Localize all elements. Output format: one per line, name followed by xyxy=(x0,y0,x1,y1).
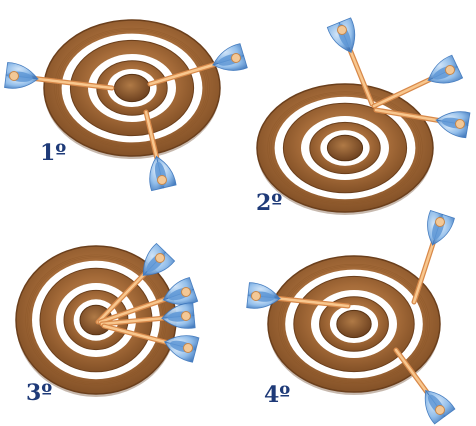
panel-label-2: 2º xyxy=(256,190,282,216)
dart-icon xyxy=(374,55,463,106)
panel-label-4: 4º xyxy=(264,382,290,408)
target-icon-2 xyxy=(257,84,433,215)
dart-icon xyxy=(414,210,454,302)
panel-label-1: 1º xyxy=(40,140,66,166)
target-icon-1 xyxy=(44,20,220,159)
panel-label-3: 3º xyxy=(26,380,52,406)
